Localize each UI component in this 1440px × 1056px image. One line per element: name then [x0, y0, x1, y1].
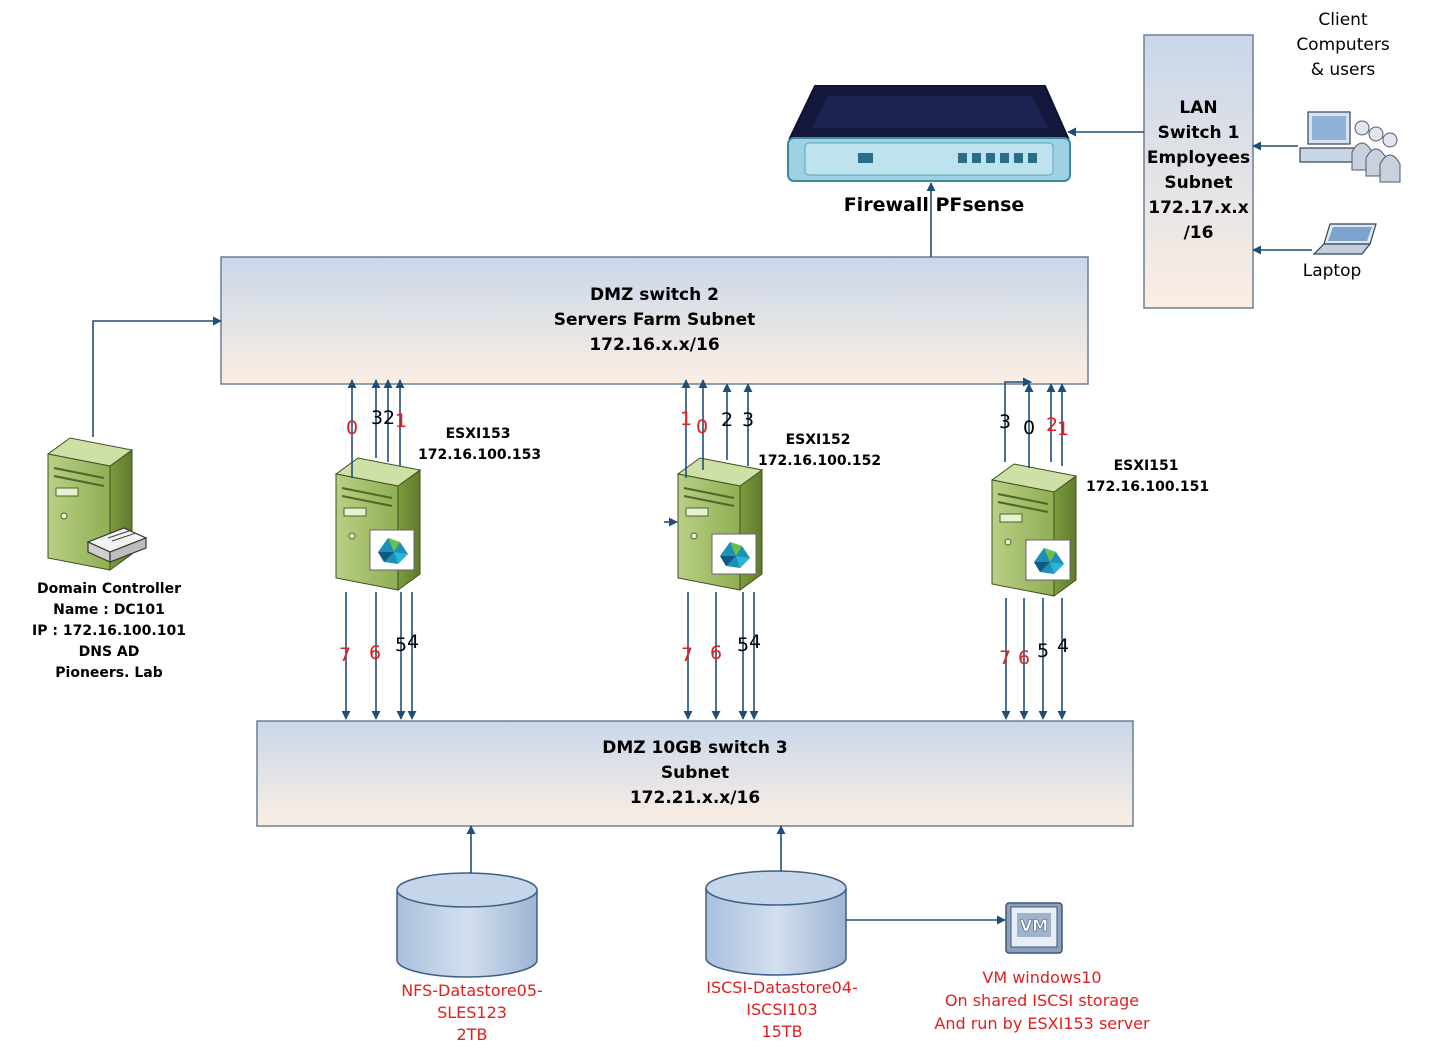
port-number: 6 — [369, 642, 382, 664]
dmz-switch-3-line: Subnet — [660, 763, 730, 783]
esxi151-label: ESXI151 172.16.100.151 — [1086, 456, 1210, 498]
domain-controller-line: Name : DC101 — [53, 602, 165, 618]
port-number: 5 — [737, 634, 750, 656]
esxi153-name: ESXI153 — [445, 426, 511, 442]
domain-controller-icon — [47, 437, 148, 571]
vm-icon: VM — [1005, 902, 1063, 954]
clients-label: Client Computers & users — [1283, 8, 1403, 83]
iscsi-datastore-icon — [705, 870, 847, 976]
port-number: 7 — [681, 644, 694, 666]
domain-controller-line: Domain Controller — [37, 581, 181, 597]
nfs-datastore-line: 2TB — [456, 1025, 488, 1044]
nfs-datastore-line: NFS-Datastore05- — [401, 981, 543, 1000]
port-number: 3 — [742, 409, 755, 431]
port-number: 0 — [346, 417, 359, 439]
clients-line: Client — [1318, 10, 1368, 30]
port-number: 3 — [371, 407, 384, 429]
dmz-switch-2 — [220, 256, 1089, 385]
laptop-label: Laptop — [1302, 261, 1362, 281]
domain-controller-line: DNS AD — [78, 644, 140, 660]
port-number: 3 — [999, 411, 1012, 433]
lan-switch-line: /16 — [1183, 223, 1214, 243]
port-number: 4 — [1057, 635, 1070, 657]
dmz-switch-2-line: 172.16.x.x/16 — [589, 335, 720, 355]
esxi152-name: ESXI152 — [785, 432, 851, 448]
laptop-icon — [1312, 223, 1377, 255]
port-number: 1 — [1057, 418, 1070, 440]
port-number: 7 — [999, 647, 1012, 669]
dc-to-dmz2-arrow — [92, 316, 222, 437]
esxi153-label: ESXI153 172.16.100.153 — [418, 424, 542, 466]
port-number: 6 — [1018, 647, 1031, 669]
domain-controller-label: Domain Controller Name : DC101 IP : 172.… — [24, 579, 194, 684]
port-number: 0 — [1023, 417, 1036, 439]
port-number: 2 — [383, 407, 396, 429]
dmz-switch-3-label: DMZ 10GB switch 3 Subnet 172.21.x.x/16 — [257, 736, 1133, 811]
lan-switch-line: 172.17.x.x — [1148, 198, 1249, 218]
esxi151-server-icon — [991, 463, 1077, 597]
lan-switch-line: Switch 1 — [1157, 123, 1240, 143]
port-number: 6 — [710, 642, 723, 664]
dmz-switch-2-line: Servers Farm Subnet — [553, 310, 756, 330]
lan-switch-line: LAN — [1179, 98, 1218, 118]
client-computers-icon — [1299, 111, 1401, 183]
esxi153-server-icon — [335, 457, 421, 591]
port-number: 5 — [395, 634, 408, 656]
port-number: 2 — [721, 409, 734, 431]
iscsi-datastore-line: ISCSI-Datastore04- — [706, 978, 858, 997]
lan-switch-line: Subnet — [1164, 173, 1233, 193]
port-number: 5 — [1037, 640, 1050, 662]
port-number: 2 — [1046, 414, 1059, 436]
iscsi-datastore-line: 15TB — [761, 1022, 803, 1041]
esxi151-name: ESXI151 — [1113, 458, 1179, 474]
lan-switch-1 — [1143, 34, 1254, 309]
dmz-switch-3-line: DMZ 10GB switch 3 — [602, 738, 788, 758]
iscsi-datastore-line: ISCSI103 — [746, 1000, 818, 1019]
clients-line: & users — [1310, 60, 1376, 80]
vm-line: On shared ISCSI storage — [944, 991, 1140, 1010]
dmz-switch-3-line: 172.21.x.x/16 — [629, 788, 761, 808]
firewall-icon — [787, 85, 1071, 182]
clients-line: Computers — [1296, 35, 1390, 55]
vm-line: VM windows10 — [982, 968, 1102, 987]
esxi151-ip: 172.16.100.151 — [1086, 479, 1210, 495]
domain-controller-line: Pioneers. Lab — [55, 665, 163, 681]
lan-switch-line: Employees — [1146, 148, 1251, 168]
port-number: 1 — [395, 410, 408, 432]
domain-controller-line: IP : 172.16.100.101 — [32, 623, 186, 639]
port-number: 0 — [696, 416, 709, 438]
esxi152-server-icon — [677, 457, 763, 591]
port-number: 4 — [749, 631, 762, 653]
vm-line: And run by ESXI153 server — [934, 1014, 1150, 1033]
dmz-switch-2-label: DMZ switch 2 Servers Farm Subnet 172.16.… — [221, 283, 1088, 358]
dmz-switch-3 — [256, 720, 1134, 827]
esxi152-ip: 172.16.100.152 — [758, 453, 882, 469]
esxi152-label: ESXI152 172.16.100.152 — [758, 430, 882, 472]
port-number: 7 — [339, 644, 352, 666]
iscsi-datastore-label: ISCSI-Datastore04- ISCSI103 15TB — [692, 977, 872, 1043]
vm-icon-text: VM — [1020, 916, 1048, 935]
port-number: 4 — [407, 631, 420, 653]
vm-label: VM windows10 On shared ISCSI storage And… — [912, 966, 1172, 1035]
dmz-switch-2-line: DMZ switch 2 — [590, 285, 719, 305]
port-number: 1 — [680, 408, 693, 430]
esxi151-port3-link — [1004, 377, 1032, 462]
nfs-datastore-icon — [396, 872, 538, 978]
nfs-datastore-line: SLES123 — [437, 1003, 507, 1022]
esxi153-ip: 172.16.100.153 — [418, 447, 542, 463]
lan-switch-label: LAN Switch 1 Employees Subnet 172.17.x.x… — [1144, 96, 1253, 246]
firewall-label: Firewall PFsense — [843, 194, 1025, 216]
nfs-datastore-label: NFS-Datastore05- SLES123 2TB — [382, 980, 562, 1046]
